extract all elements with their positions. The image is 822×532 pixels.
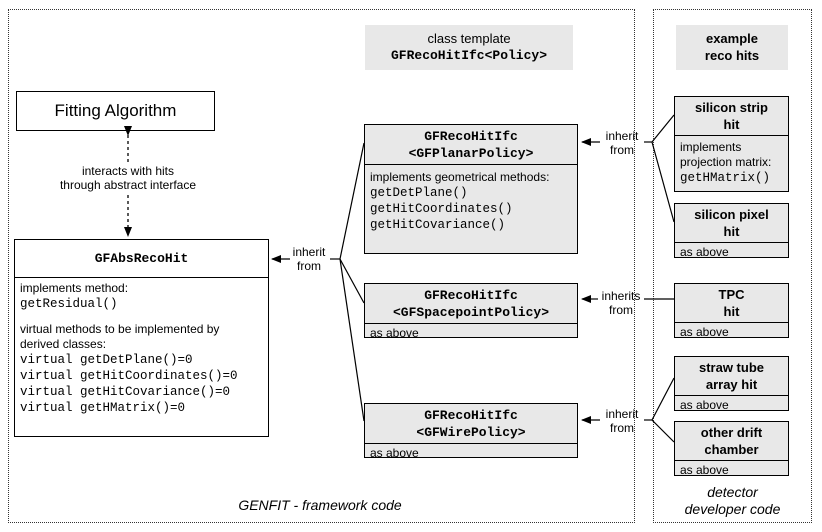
spacepoint-policy-title1: GFRecoHitIfc: [424, 288, 518, 303]
drift-chamber-title1: other drift: [700, 425, 763, 440]
fitting-edge-label-line2: through abstract interface: [59, 178, 197, 192]
tpc-title2: hit: [723, 304, 740, 319]
gfabsrecohit-virtual: virtual getDetPlane()=0: [20, 353, 193, 367]
example-note-line1: example: [705, 31, 759, 46]
class-template-note-line2: GFRecoHitIfc<Policy>: [390, 48, 548, 63]
silicon-strip-text2: projection matrix:: [680, 155, 772, 169]
gfabsrecohit-line2: virtual methods to be implemented by: [20, 322, 220, 336]
class-template-note-line1: class template: [427, 31, 511, 46]
drift-chamber-hit-box: other drift chamber as above: [674, 421, 789, 477]
gfabsrecohit-virtual: virtual getHMatrix()=0: [20, 401, 186, 415]
straw-tube-text: as above: [680, 398, 729, 412]
developer-region-label-line2: developer code: [684, 501, 781, 517]
developer-region: [653, 9, 812, 523]
silicon-pixel-title1: silicon pixel: [694, 207, 769, 222]
fitting-algorithm-box: Fitting Algorithm: [16, 91, 215, 131]
tpc-title1: TPC: [718, 287, 745, 302]
fitting-edge-label-line1: interacts with hits: [81, 164, 175, 178]
gfabsrecohit-line3: derived classes:: [20, 337, 107, 351]
planar-inherit-label-line1: inherit: [605, 129, 639, 143]
gfabsrecohit-code1: getResidual(): [20, 297, 118, 311]
fitting-edge-label: interacts with hits through abstract int…: [30, 164, 226, 192]
silicon-strip-code: getHMatrix(): [680, 171, 771, 185]
planar-policy-text: implements geometrical methods:: [370, 170, 550, 184]
planar-policy-method: getHitCoordinates(): [370, 202, 513, 216]
tpc-text: as above: [680, 325, 729, 339]
spacepoint-policy-title2: <GFSpacepointPolicy>: [392, 305, 550, 320]
spacepoint-policy-box: GFRecoHitIfc <GFSpacepointPolicy> as abo…: [364, 283, 578, 340]
planar-policy-method: getHitCovariance(): [370, 218, 506, 232]
straw-tube-title1: straw tube: [698, 360, 764, 375]
silicon-strip-title2: hit: [723, 117, 740, 132]
wire-policy-box: GFRecoHitIfc <GFWirePolicy> as above: [364, 403, 578, 460]
wire-policy-title2: <GFWirePolicy>: [416, 425, 526, 440]
example-reco-hits-note: example reco hits: [676, 25, 788, 70]
tpc-inherit-label: inherits from: [598, 289, 644, 317]
framework-region-label: GENFIT - framework code: [238, 497, 402, 513]
wire-inherit-label-line2: from: [610, 421, 634, 435]
gfabsrecohit-virtual: virtual getHitCoordinates()=0: [20, 369, 238, 383]
abs-inherit-label-line1: inherit: [292, 245, 326, 259]
wire-inherit-label: inherit from: [600, 407, 644, 435]
developer-region-label-line1: detector: [707, 484, 758, 500]
wire-inherit-fan: [651, 377, 675, 443]
silicon-strip-hit-box: silicon strip hit implements projection …: [674, 96, 789, 192]
fitting-algorithm-title: Fitting Algorithm: [54, 101, 177, 120]
planar-inherit-label-line2: from: [610, 143, 634, 157]
planar-inherit-label: inherit from: [600, 129, 644, 157]
silicon-pixel-hit-box: silicon pixel hit as above: [674, 203, 789, 259]
class-template-note: class template GFRecoHitIfc<Policy>: [365, 25, 573, 70]
gfabsrecohit-line1: implements method:: [20, 281, 129, 295]
gfabsrecohit-title: GFAbsRecoHit: [15, 240, 268, 278]
wire-inherit-label-line1: inherit: [605, 407, 639, 421]
straw-tube-title2: array hit: [705, 377, 758, 392]
planar-policy-title1: GFRecoHitIfc: [424, 129, 518, 144]
silicon-strip-text1: implements: [680, 140, 742, 154]
abs-inherit-fan: [339, 142, 365, 304]
planar-policy-method: getDetPlane(): [370, 186, 468, 200]
tpc-inherit-label-line1: inherits: [601, 289, 641, 303]
silicon-strip-title1: silicon strip: [695, 100, 768, 115]
framework-region: [8, 9, 635, 523]
spacepoint-policy-text: as above: [370, 326, 419, 340]
straw-tube-hit-box: straw tube array hit as above: [674, 356, 789, 412]
planar-inherit-fan: [651, 114, 675, 223]
example-note-line2: reco hits: [704, 48, 760, 63]
tpc-inherit-label-line2: from: [609, 303, 633, 317]
gfabsrecohit-box: GFAbsRecoHit implements method: getResid…: [14, 239, 269, 437]
abs-inherit-label-line2: from: [297, 259, 321, 273]
silicon-pixel-text: as above: [680, 245, 729, 259]
wire-policy-text: as above: [370, 446, 419, 460]
abs-inherit-label: inherit from: [287, 245, 331, 273]
silicon-pixel-title2: hit: [723, 224, 740, 239]
gfabsrecohit-virtual: virtual getHitCovariance()=0: [20, 385, 231, 399]
planar-policy-title2: <GFPlanarPolicy>: [408, 146, 534, 161]
drift-chamber-title2: chamber: [704, 442, 759, 457]
wire-policy-title1: GFRecoHitIfc: [424, 408, 518, 423]
drift-chamber-text: as above: [680, 463, 729, 477]
planar-policy-box: GFRecoHitIfc <GFPlanarPolicy> implements…: [364, 124, 578, 254]
tpc-hit-box: TPC hit as above: [674, 283, 789, 339]
abs-inherit-fan-wire: [339, 258, 365, 422]
